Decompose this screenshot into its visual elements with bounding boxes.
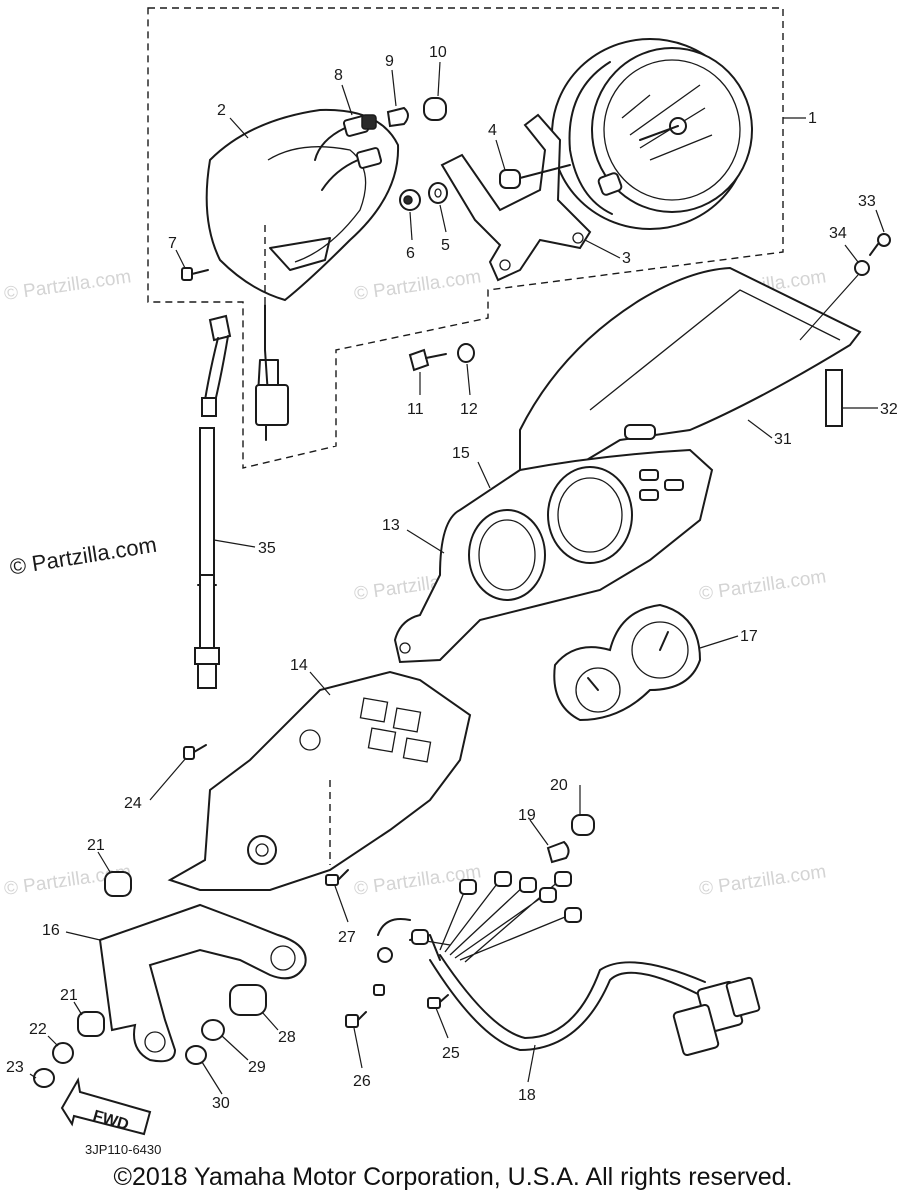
callout-21b: 21 — [60, 987, 78, 1004]
bulb-socket — [314, 114, 383, 191]
callout-29: 29 — [248, 1059, 266, 1076]
callout-34: 34 — [829, 225, 847, 242]
nut — [33, 1068, 55, 1088]
diagram-code: 3JP110-6430 — [85, 1142, 162, 1157]
copyright-text: ©2018 Yamaha Motor Corporation, U.S.A. A… — [113, 1163, 793, 1191]
bolt — [408, 348, 447, 372]
meter-case — [205, 108, 400, 330]
callout-19: 19 — [518, 807, 536, 824]
callout-6: 6 — [406, 245, 415, 262]
screw — [345, 984, 385, 1028]
washer — [428, 182, 448, 204]
lower-bracket — [98, 903, 307, 1063]
callout-28: 28 — [278, 1029, 296, 1046]
callout-24: 24 — [124, 795, 142, 812]
callout-9: 9 — [385, 53, 394, 70]
callout-23: 23 — [6, 1059, 24, 1076]
meter-bracket — [440, 113, 592, 282]
speedometer-unit — [551, 38, 753, 230]
callout-35: 35 — [258, 540, 276, 557]
grommet — [104, 871, 132, 897]
callout-30: 30 — [212, 1095, 230, 1112]
damper — [229, 984, 267, 1016]
watermark: © Partzilla.com — [353, 266, 483, 305]
callout-13: 13 — [382, 517, 400, 534]
callout-14: 14 — [290, 657, 308, 674]
leader-lines — [29, 61, 885, 1095]
gauge-face — [553, 603, 702, 722]
meter-wire — [257, 304, 279, 396]
callout-25: 25 — [442, 1045, 460, 1062]
callout-3: 3 — [622, 250, 631, 267]
callout-33: 33 — [858, 193, 876, 210]
meter-housing — [393, 448, 714, 664]
callout-32: 32 — [880, 401, 898, 418]
callout-labels: 1 2 3 4 5 6 7 8 9 10 11 12 13 14 15 16 1… — [6, 44, 898, 1112]
reflector — [825, 369, 843, 427]
screw — [181, 267, 209, 281]
screw — [427, 994, 449, 1009]
nut — [185, 1045, 207, 1065]
callout-12: 12 — [460, 401, 478, 418]
washer — [854, 260, 870, 276]
bulb — [386, 106, 409, 128]
washer — [457, 343, 475, 363]
bulb-cap — [423, 97, 447, 121]
watermark: © Partzilla.com — [698, 566, 828, 605]
callout-10: 10 — [429, 44, 447, 61]
callout-16: 16 — [42, 922, 60, 939]
bulb — [546, 840, 570, 864]
callout-21: 21 — [87, 837, 105, 854]
callout-20: 20 — [550, 777, 568, 794]
forward-arrow: FWD — [60, 1077, 152, 1136]
callout-17: 17 — [740, 628, 758, 645]
callout-31: 31 — [774, 431, 792, 448]
callout-8: 8 — [334, 67, 343, 84]
speedometer-cable — [194, 314, 232, 689]
assembly-boundary — [147, 7, 784, 469]
callout-2: 2 — [217, 102, 226, 119]
callout-4: 4 — [488, 122, 497, 139]
washer — [201, 1019, 225, 1041]
callout-22: 22 — [29, 1021, 47, 1038]
watermark: © Partzilla.com — [3, 266, 133, 305]
callout-11: 11 — [407, 401, 424, 418]
callout-5: 5 — [441, 237, 450, 254]
grommet — [77, 1011, 105, 1037]
callout-1: 1 — [808, 110, 817, 127]
washer — [52, 1042, 74, 1064]
callout-7: 7 — [168, 235, 177, 252]
callout-27: 27 — [338, 929, 356, 946]
damper-grommet — [499, 169, 521, 189]
callout-18: 18 — [518, 1087, 536, 1104]
lower-case — [167, 670, 472, 891]
screw — [869, 233, 891, 256]
bulb-cap — [571, 814, 595, 836]
watermark: © Partzilla.com — [698, 861, 828, 900]
callout-15: 15 — [452, 445, 470, 462]
callout-26: 26 — [353, 1073, 371, 1090]
wire-harness — [377, 871, 761, 1057]
meter-visor — [519, 266, 862, 502]
screw — [325, 869, 349, 886]
screw — [183, 744, 207, 760]
